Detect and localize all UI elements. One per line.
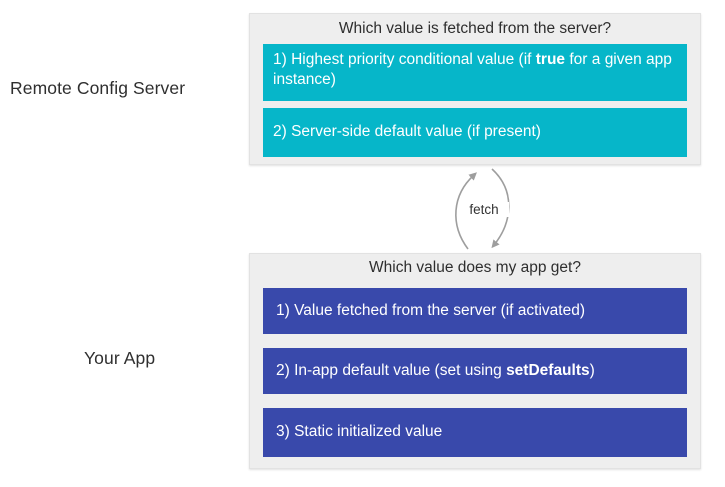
server-panel-title: Which value is fetched from the server? [338,20,612,37]
app-fetched-value-box: 1) Value fetched from the server (if act… [263,288,687,334]
upward-arrow [455,172,477,250]
server-default-value-box: 2) Server-side default value (if present… [263,108,687,157]
app-in-app-default-box: 2) In-app default value (set using setDe… [263,348,687,394]
app-item2-text-after: ) [589,362,595,379]
app-panel-title: Which value does my app get? [369,259,581,276]
server-panel: Which value is fetched from the server? … [249,13,701,165]
fetch-label: fetch [459,202,509,217]
server-item1-text-after: for a given app instance) [273,51,672,88]
server-priority-conditional-box: 1) Highest priority conditional value (i… [263,44,687,101]
app-item2-bold: setDefaults [506,362,590,379]
your-app-label: Your App [84,348,156,368]
server-item1-bold: true [535,51,566,68]
server-item1-text-before: 1) Highest priority conditional value (i… [273,51,536,68]
app-item2-text-before: 2) In-app default value (set using [276,362,507,379]
fetch-connector: fetch [430,165,540,253]
app-panel: Which value does my app get? 1) Value fe… [249,253,701,469]
app-static-value-box: 3) Static initialized value [263,408,687,457]
remote-config-server-label: Remote Config Server [10,78,186,98]
